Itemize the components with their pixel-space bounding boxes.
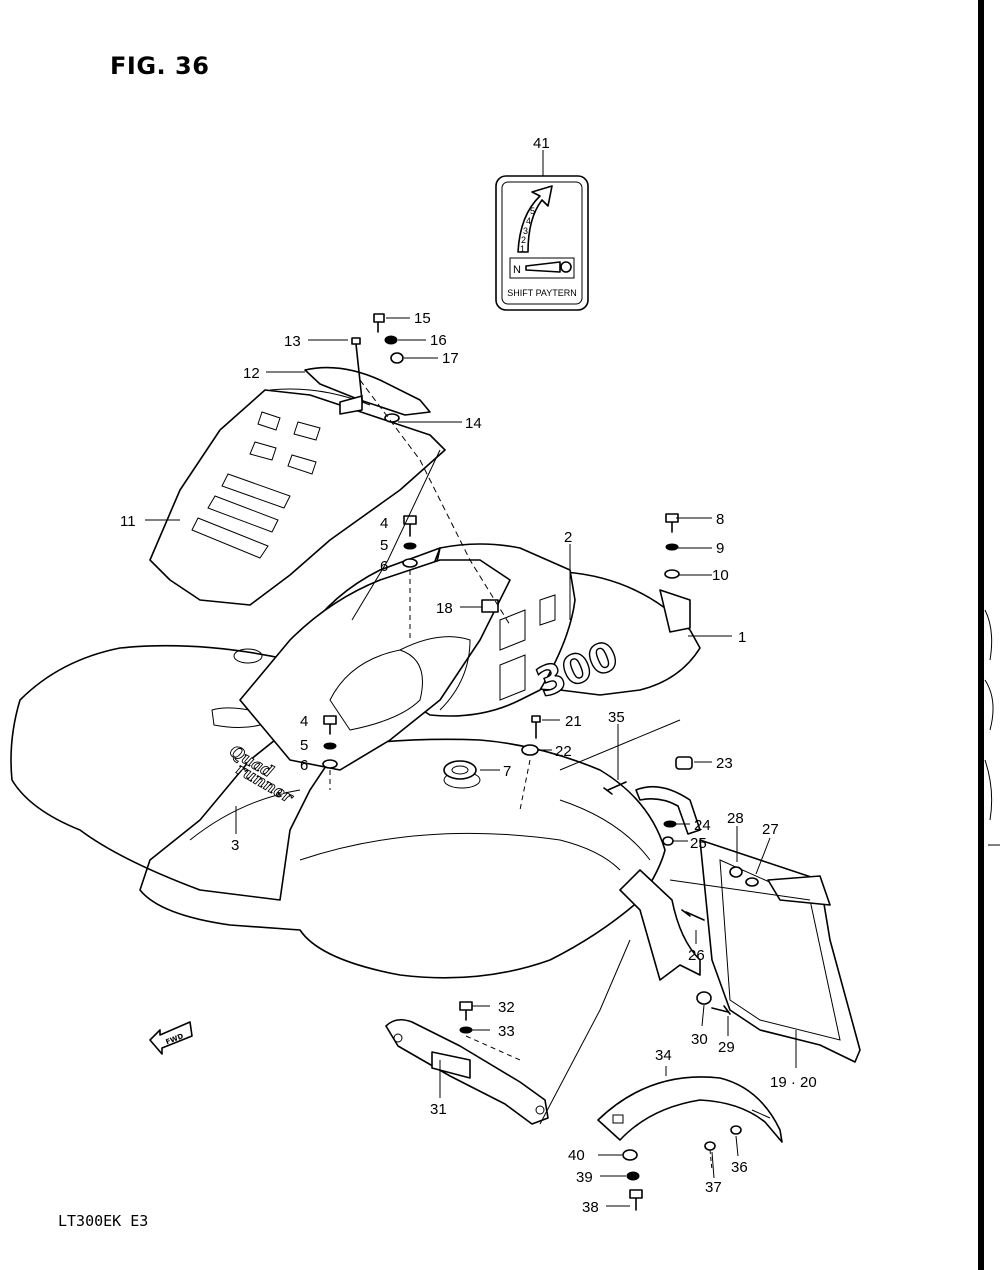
shift-arrow-icon: [517, 185, 553, 253]
rear-flap: [597, 1076, 783, 1143]
callout-15: 15: [414, 310, 431, 327]
callout-6-lower: 6: [300, 757, 308, 774]
callout-17: 17: [442, 350, 459, 367]
callout-31: 31: [430, 1101, 447, 1118]
callout-13: 13: [284, 333, 301, 350]
sticker-gear-2: 2: [521, 235, 526, 245]
callout-32: 32: [498, 999, 515, 1016]
callout-19-20: 19 · 20: [770, 1074, 817, 1091]
figure-title: FIG. 36: [110, 52, 210, 80]
callout-16: 16: [430, 332, 447, 349]
shift-pattern-sticker: 5 4 3 2 1 N SHIFT PAYTERN: [495, 175, 589, 311]
callout-2: 2: [564, 529, 572, 546]
callout-39: 39: [576, 1169, 593, 1186]
callout-35: 35: [608, 709, 625, 726]
callout-37: 37: [705, 1179, 722, 1196]
callout-5-lower: 5: [300, 737, 308, 754]
callout-7: 7: [503, 763, 511, 780]
adjacent-page-fragment: [984, 609, 1000, 846]
mud-flap: [699, 839, 861, 1063]
forward-arrow-icon: FWD: [149, 1021, 193, 1055]
callout-labels: 41 1 2 3 4 4 5 5 6 6 7 8 9 10 11 12 13 1…: [120, 135, 817, 1216]
callout-12: 12: [243, 365, 260, 382]
callout-22: 22: [555, 743, 572, 760]
callout-26: 26: [688, 947, 705, 964]
front-fender-body: [10, 547, 666, 979]
callout-8: 8: [716, 511, 724, 528]
callout-5-upper: 5: [380, 537, 388, 554]
sticker-gear-5: 5: [530, 206, 535, 216]
sticker-gear-1: 1: [520, 244, 525, 254]
callout-14: 14: [465, 415, 482, 432]
assembly-lines: [329, 379, 811, 1171]
callout-41: 41: [533, 135, 550, 152]
leader-lines: [145, 150, 797, 1207]
top-plate: [304, 366, 431, 416]
callout-6-upper: 6: [380, 558, 388, 575]
callout-25: 25: [690, 835, 707, 852]
callout-33: 33: [498, 1023, 515, 1040]
callout-38: 38: [582, 1199, 599, 1216]
model-code: LT300EK E3: [58, 1212, 149, 1230]
callout-34: 34: [655, 1047, 672, 1064]
callout-28: 28: [727, 810, 744, 827]
sticker-label: SHIFT PAYTERN: [507, 288, 577, 298]
callout-18: 18: [436, 600, 453, 617]
callout-40: 40: [568, 1147, 585, 1164]
callout-27: 27: [762, 821, 779, 838]
stay-bracket: [385, 1018, 549, 1125]
callout-4-upper: 4: [380, 515, 388, 532]
page-edge-bar: [978, 0, 984, 1270]
sticker-neutral: N: [513, 264, 521, 276]
callout-36: 36: [731, 1159, 748, 1176]
side-bracket: [619, 869, 701, 981]
callout-21: 21: [565, 713, 582, 730]
shift-lever-icon: [525, 261, 561, 273]
callout-1: 1: [738, 629, 746, 646]
sticker-gear-4: 4: [526, 216, 531, 226]
callout-29: 29: [718, 1039, 735, 1056]
callout-9: 9: [716, 540, 724, 557]
callout-11: 11: [120, 513, 136, 530]
sticker-gear-3: 3: [523, 226, 528, 236]
callout-23: 23: [716, 755, 733, 772]
callout-10: 10: [712, 567, 729, 584]
callout-24: 24: [694, 817, 711, 834]
callout-30: 30: [691, 1031, 708, 1048]
hardware-items: [322, 313, 759, 1211]
callout-4-lower: 4: [300, 713, 308, 730]
callout-3: 3: [231, 837, 239, 854]
rear-carrier-cover: [149, 388, 446, 606]
